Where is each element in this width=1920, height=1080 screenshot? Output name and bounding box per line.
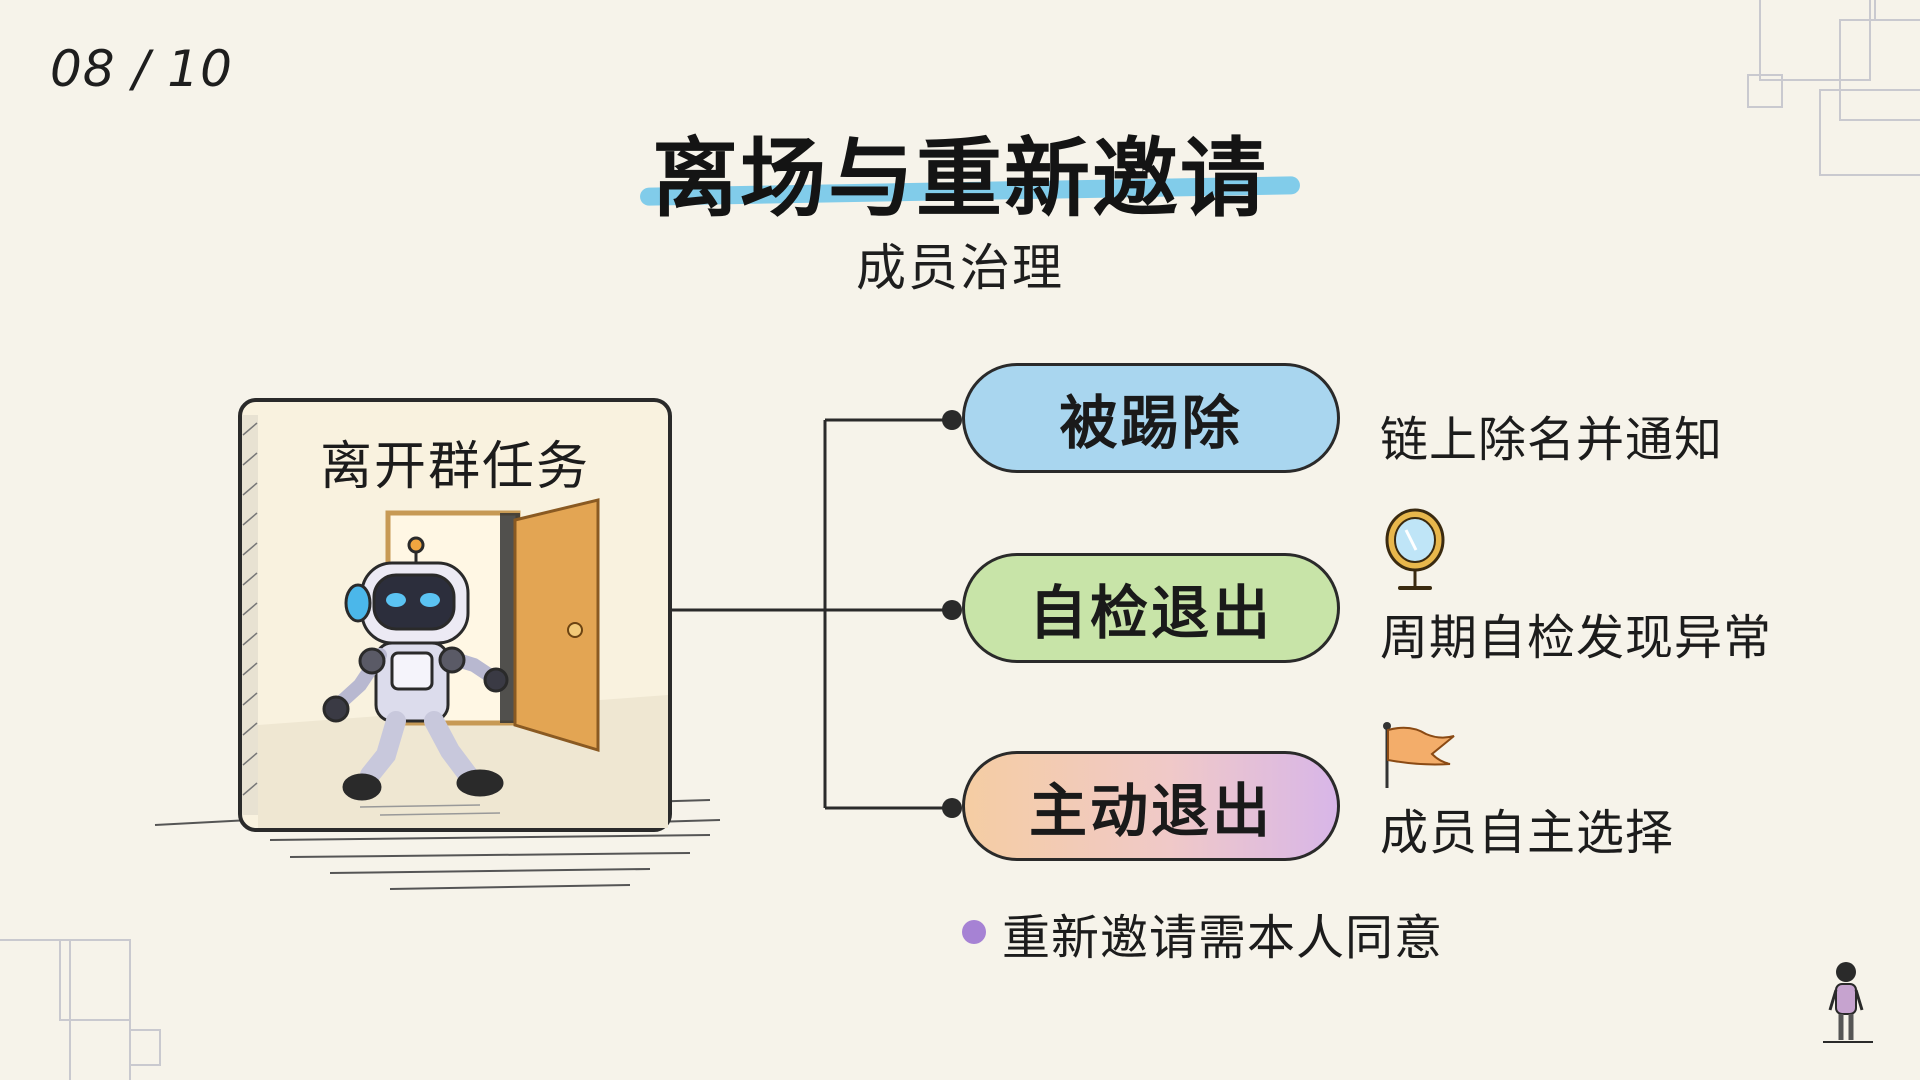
page-subtitle: 成员治理: [856, 239, 1064, 297]
mirror-icon: [1385, 508, 1445, 590]
branch-kicked: 被踢除: [962, 363, 1340, 473]
page-title: 离场与重新邀请: [652, 129, 1268, 229]
reinvite-note: 重新邀请需本人同意: [1002, 910, 1444, 966]
flag-icon: [1383, 722, 1455, 788]
person-figure-icon: [1823, 962, 1873, 1043]
corner-squares-bottom-left: [0, 939, 161, 1080]
exit-illustration: [154, 398, 721, 890]
branch-self-check-description: 周期自检发现异常: [1380, 610, 1773, 666]
branch-voluntary-description: 成员自主选择: [1380, 805, 1675, 861]
page-number: 08 / 10: [50, 40, 233, 98]
note-bullet: [962, 920, 986, 944]
card-label: 离开群任务: [319, 437, 590, 497]
branch-self-check-exit: 自检退出: [962, 553, 1340, 663]
branch-connectors: [672, 410, 962, 818]
branch-kicked-description: 链上除名并通知: [1380, 412, 1724, 468]
branch-voluntary-exit: 主动退出: [962, 751, 1340, 861]
corner-squares-top-right: [1747, 0, 1920, 176]
